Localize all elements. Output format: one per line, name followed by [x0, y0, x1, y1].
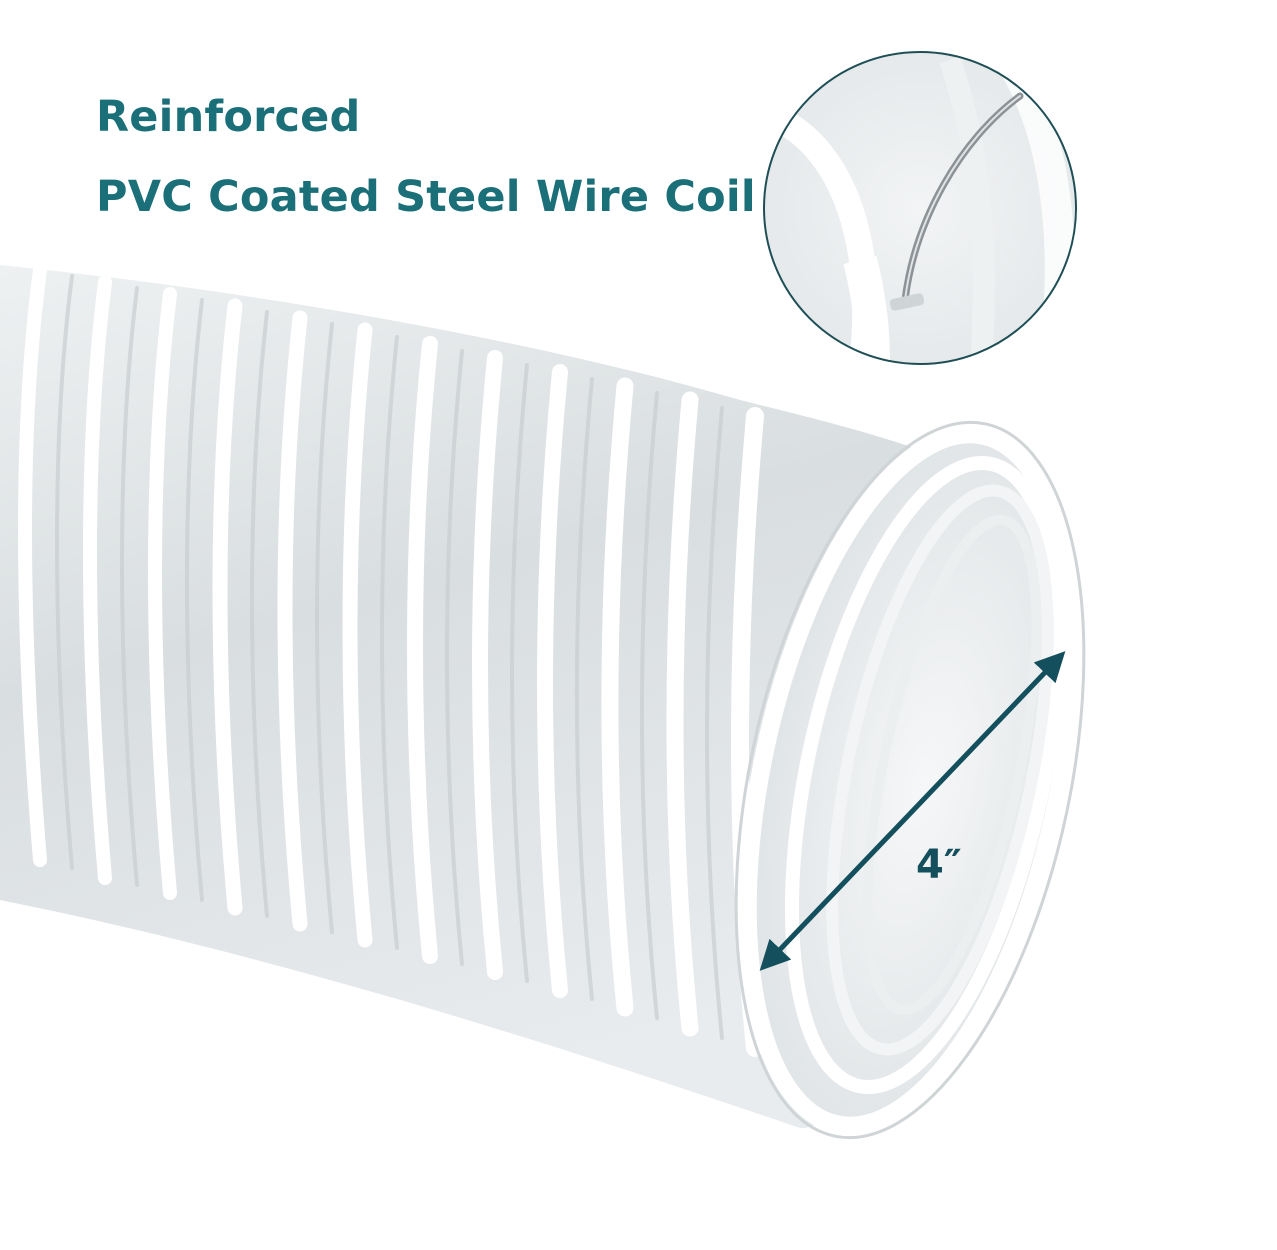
- headline-line-2: PVC Coated Steel Wire Coil: [96, 172, 756, 222]
- wire-detail-zoom: [763, 51, 1077, 365]
- diameter-label: 4″: [916, 842, 962, 888]
- headline-line-1: Reinforced: [96, 92, 361, 142]
- double-headed-arrow-icon: [759, 651, 1066, 971]
- diameter-arrow: 4″: [759, 651, 1066, 971]
